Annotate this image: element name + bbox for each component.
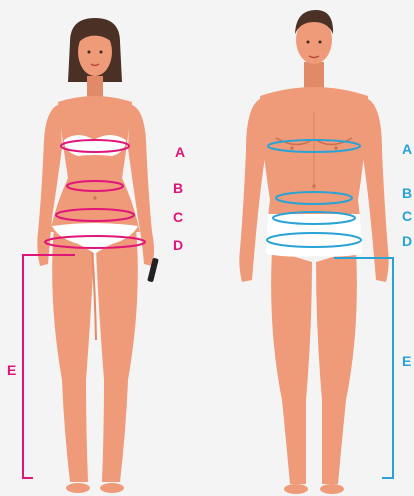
female-label-d: D — [173, 237, 183, 253]
male-label-e: E — [402, 353, 411, 369]
female-label-c: C — [173, 209, 183, 225]
male-label-b: B — [402, 185, 412, 201]
male-label-a: A — [402, 141, 412, 157]
male-label-c: C — [402, 208, 412, 224]
female-label-e: E — [7, 362, 16, 378]
female-label-b: B — [173, 180, 183, 196]
female-label-a: A — [175, 144, 185, 160]
male-label-d: D — [402, 233, 412, 249]
